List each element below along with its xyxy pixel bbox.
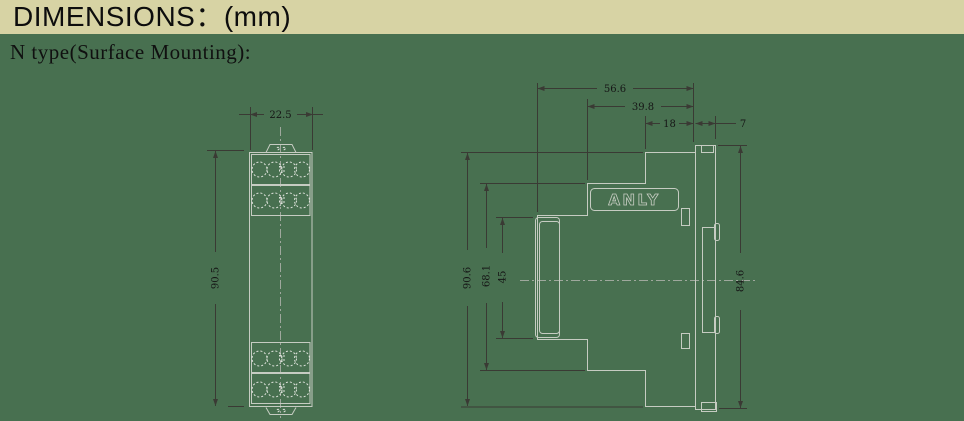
side-detail-lower <box>681 333 690 349</box>
front-panel-height-dimension: 45 <box>496 217 533 339</box>
rear-height-dimension: 84.6 <box>718 145 747 409</box>
side-detail-upper <box>681 208 690 226</box>
rail-hook-dimension: 7 <box>695 119 746 130</box>
rail-hook-value: 7 <box>740 119 746 130</box>
brand-label: ANLY <box>590 188 679 211</box>
side-body-height-value: 68.1 <box>482 265 493 287</box>
din-clip-upper <box>714 223 720 241</box>
side-body-height-dimension: 68.1 <box>480 183 585 371</box>
rear-panel <box>695 145 720 412</box>
din-clip-lower <box>714 316 720 334</box>
terminal-screws <box>251 161 310 398</box>
header-bar: DIMENSIONS：(mm) <box>0 0 964 34</box>
front-height-dimension: 90.5 <box>207 150 244 407</box>
body-depth-dimension: 39.8 <box>587 102 694 113</box>
front-view-drawing: 22.5 90.5 <box>207 107 323 418</box>
side-top-extensions <box>537 83 716 212</box>
overall-depth-dimension: 56.6 <box>537 84 694 95</box>
side-view-drawing: ANLY 56.6 39.8 <box>461 83 757 412</box>
body-depth-value: 39.8 <box>632 102 654 113</box>
mounting-type-label: N type(Surface Mounting): <box>10 40 252 64</box>
rear-depth-dimension: 18 <box>645 119 694 130</box>
overall-depth-value: 56.6 <box>604 84 626 95</box>
front-bottom-hook <box>265 407 297 415</box>
side-overall-height-value: 90.6 <box>463 267 474 289</box>
front-width-dim-value: 22.5 <box>269 110 291 121</box>
front-panel-height-value: 45 <box>498 271 509 284</box>
rear-depth-value: 18 <box>663 119 676 130</box>
front-top-hook <box>265 144 297 153</box>
brand-logo-text: ANLY <box>608 191 660 209</box>
side-body-profile <box>537 152 696 407</box>
front-body-outline <box>249 152 313 407</box>
front-width-dimension: 22.5 <box>239 107 323 150</box>
side-overall-height-dimension: 90.6 <box>461 152 643 408</box>
rear-height-value: 84.6 <box>736 270 747 292</box>
front-height-dim-value: 90.5 <box>211 267 222 289</box>
page-title: DIMENSIONS：(mm) <box>13 1 292 32</box>
